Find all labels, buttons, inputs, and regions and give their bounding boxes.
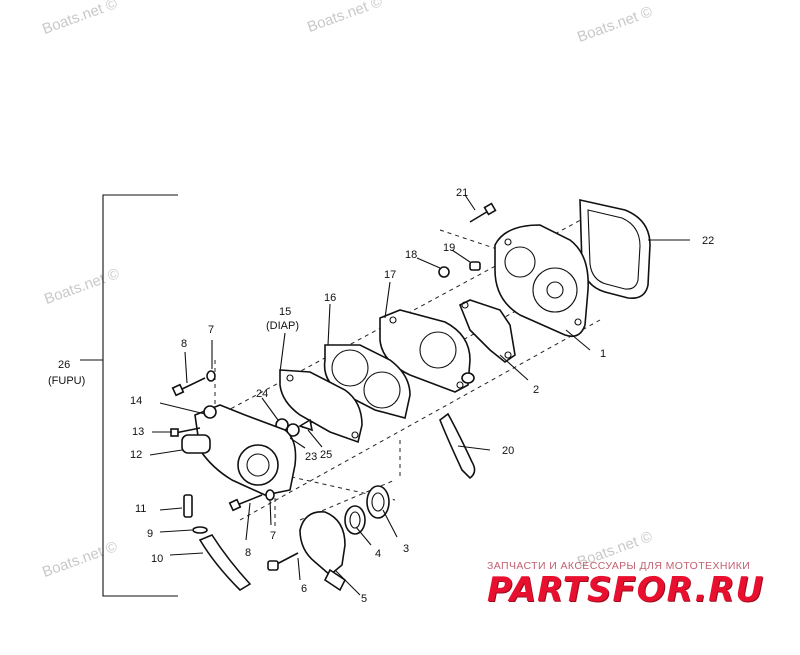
callout-16: 16 <box>324 292 336 304</box>
callout-24: 24 <box>256 388 268 400</box>
washer-part-7-top <box>206 370 216 382</box>
bolt-part-8-top <box>171 377 206 397</box>
leader-lines <box>149 194 690 596</box>
pump-body-part-1 <box>494 224 589 338</box>
callout-7b: 7 <box>270 530 276 542</box>
callout-19: 19 <box>443 242 455 254</box>
callout-9: 9 <box>147 528 153 540</box>
hose-part-20 <box>439 412 476 480</box>
valve-body-part-17 <box>379 309 475 393</box>
callout-26-sub: (FUPU) <box>48 375 85 387</box>
nut-part-18 <box>438 266 450 278</box>
diaphragm-part-15 <box>279 369 363 444</box>
gasket-part-22 <box>579 198 651 300</box>
cover-part-5 <box>299 511 347 592</box>
callout-14: 14 <box>130 395 142 407</box>
assembly-bracket <box>80 194 178 597</box>
partsfor-brand: ЗАПЧАСТИ И АКСЕССУАРЫ ДЛЯ МОТОТЕХНИКИ PA… <box>487 560 787 608</box>
valve-part-19 <box>469 261 481 271</box>
gasket-part-16 <box>323 344 411 419</box>
hose-part-10 <box>198 534 252 592</box>
fitting-part-11 <box>183 494 193 518</box>
pump-cover-part-12 <box>181 404 297 496</box>
brand-tagline: ЗАПЧАСТИ И АКСЕССУАРЫ ДЛЯ МОТОТЕХНИКИ <box>487 560 751 572</box>
callout-2: 2 <box>533 384 539 396</box>
callout-5: 5 <box>361 593 367 605</box>
fitting-part-14 <box>203 405 217 419</box>
callout-22: 22 <box>702 235 714 247</box>
callout-26: 26 <box>58 359 70 371</box>
screw-part-6 <box>267 552 299 571</box>
callout-3: 3 <box>403 543 409 555</box>
callout-15-sub: (DIAP) <box>266 320 299 332</box>
callout-25: 25 <box>320 449 332 461</box>
callout-13: 13 <box>132 426 144 438</box>
plate-part-2 <box>458 299 516 363</box>
callout-7a: 7 <box>208 324 214 336</box>
callout-10: 10 <box>151 553 163 565</box>
screw-part-21 <box>469 202 497 223</box>
callout-4: 4 <box>375 548 381 560</box>
gasket-part-4 <box>344 505 366 535</box>
clip-part-9 <box>192 526 208 534</box>
callout-20: 20 <box>502 445 514 457</box>
check-valve-part-25 <box>298 418 314 432</box>
callout-1: 1 <box>600 348 606 360</box>
brand-logo: PARTSFOR.RU <box>487 570 765 610</box>
callout-11: 11 <box>135 503 146 515</box>
callout-labels: 1 2 3 4 5 6 7 7 8 8 9 10 11 12 13 14 15 … <box>48 187 714 605</box>
callout-15: 15 <box>279 306 291 318</box>
callout-8b: 8 <box>245 547 251 559</box>
callout-17: 17 <box>384 269 396 281</box>
filter-part-3 <box>366 485 390 519</box>
bolt-part-8-bottom <box>228 494 263 512</box>
callout-23: 23 <box>305 451 317 463</box>
callout-8a: 8 <box>181 338 187 350</box>
callout-12: 12 <box>130 449 142 461</box>
ring-part-23 <box>286 423 300 437</box>
callout-21: 21 <box>456 187 468 199</box>
washer-part-7-bottom <box>265 489 275 501</box>
callout-18: 18 <box>405 249 417 261</box>
callout-6: 6 <box>301 583 307 595</box>
